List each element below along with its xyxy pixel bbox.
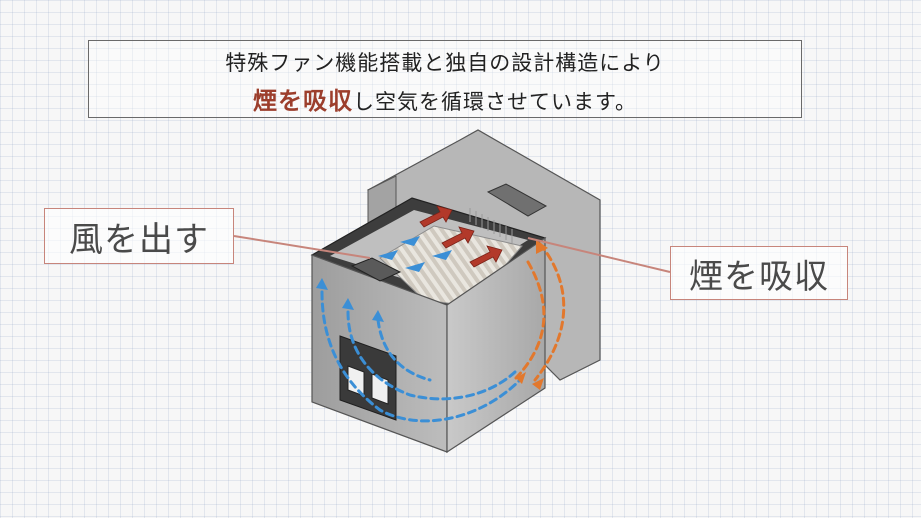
back-handle xyxy=(486,183,548,217)
orange-airflow xyxy=(514,242,566,382)
pointer-right xyxy=(527,237,671,273)
blue-arrows xyxy=(316,236,452,322)
header-box: 特殊ファン機能搭載と独自の設計構造により 煙を吸収し空気を循環させています。 xyxy=(88,40,802,118)
fan-switch xyxy=(371,373,389,405)
blue-airflow xyxy=(320,290,522,423)
right-wall xyxy=(446,236,546,454)
header-line-2-rest: し空気を循環させています。 xyxy=(353,90,637,114)
orange-arrows xyxy=(516,240,548,390)
header-line-2: 煙を吸収し空気を循環させています。 xyxy=(89,81,801,116)
label-absorb-smoke: 煙を吸収 xyxy=(670,246,848,300)
red-arrows xyxy=(419,205,503,268)
header-line-1: 特殊ファン機能搭載と独自の設計構造により xyxy=(225,51,665,75)
pointer-left xyxy=(233,235,371,259)
label-blow-air: 風を出す xyxy=(44,208,234,264)
front-handle xyxy=(350,257,402,282)
header-emphasis: 煙を吸収 xyxy=(253,86,354,115)
back-fins xyxy=(469,208,513,243)
